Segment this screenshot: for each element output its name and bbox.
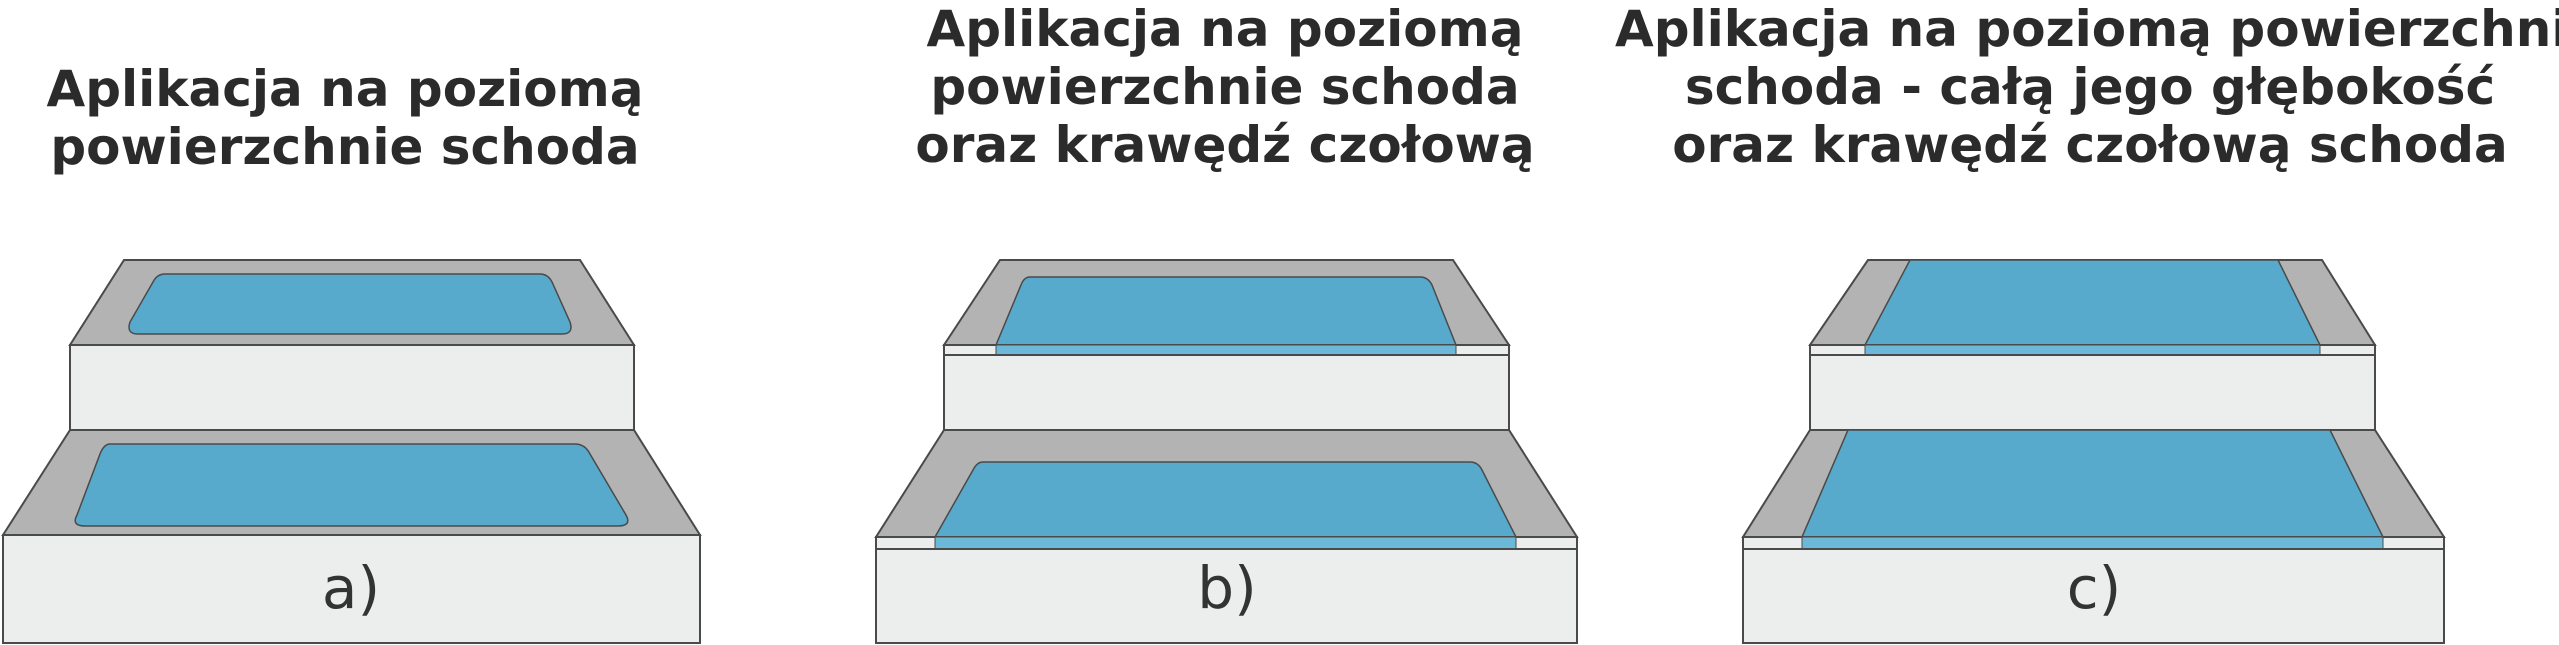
stair-c-lower-coating [1800,429,2385,538]
stair-b-upper-nosing-coating [995,344,1457,356]
stair-b-lower-riser [875,548,1578,644]
stair-b: b) [874,259,1579,644]
label-c: c) [2067,554,2122,622]
stair-c-upper-nosing-coating [1864,344,2321,356]
stair-c: c) [1741,259,2446,644]
title-c-line-2: schoda - całą jego głębokość [1684,58,2496,116]
title-b-line-3: oraz krawędź czołową [915,116,1535,174]
label-a: a) [322,554,380,622]
title-c: Aplikacja na poziomą powierzchnie schoda… [1615,0,2559,174]
stair-c-upper-coating [1863,259,2322,346]
stair-c-upper-riser [1809,354,2376,431]
stair-a-lower-coating [74,443,629,527]
title-b-line-1: Aplikacja na poziomą [926,0,1524,58]
title-b-line-2: powierzchnie schoda [930,58,1520,116]
stair-a-upper-riser [69,344,635,431]
stair-a-lower-riser [2,534,701,644]
stair-b-upper-riser [943,354,1510,431]
title-a: Aplikacja na poziomą powierzchnie schoda [45,60,645,176]
stair-b-lower-coating [933,461,1518,538]
stair-b-upper-coating [994,276,1458,346]
stair-c-lower-nosing-coating [1801,536,2384,550]
stair-a-upper-coating [128,273,572,335]
stair-b-lower-nosing-coating [934,536,1517,550]
stair-c-lower-riser [1742,548,2445,644]
stair-a: a) [1,259,702,644]
title-a-line-1: Aplikacja na poziomą [46,60,644,118]
label-b: b) [1197,554,1256,622]
title-c-line-1: Aplikacja na poziomą powierzchnie [1615,0,2559,58]
title-c-line-3: oraz krawędź czołową schoda [1672,116,2508,174]
title-b: Aplikacja na poziomą powierzchnie schoda… [905,0,1545,174]
title-a-line-2: powierzchnie schoda [50,118,640,176]
